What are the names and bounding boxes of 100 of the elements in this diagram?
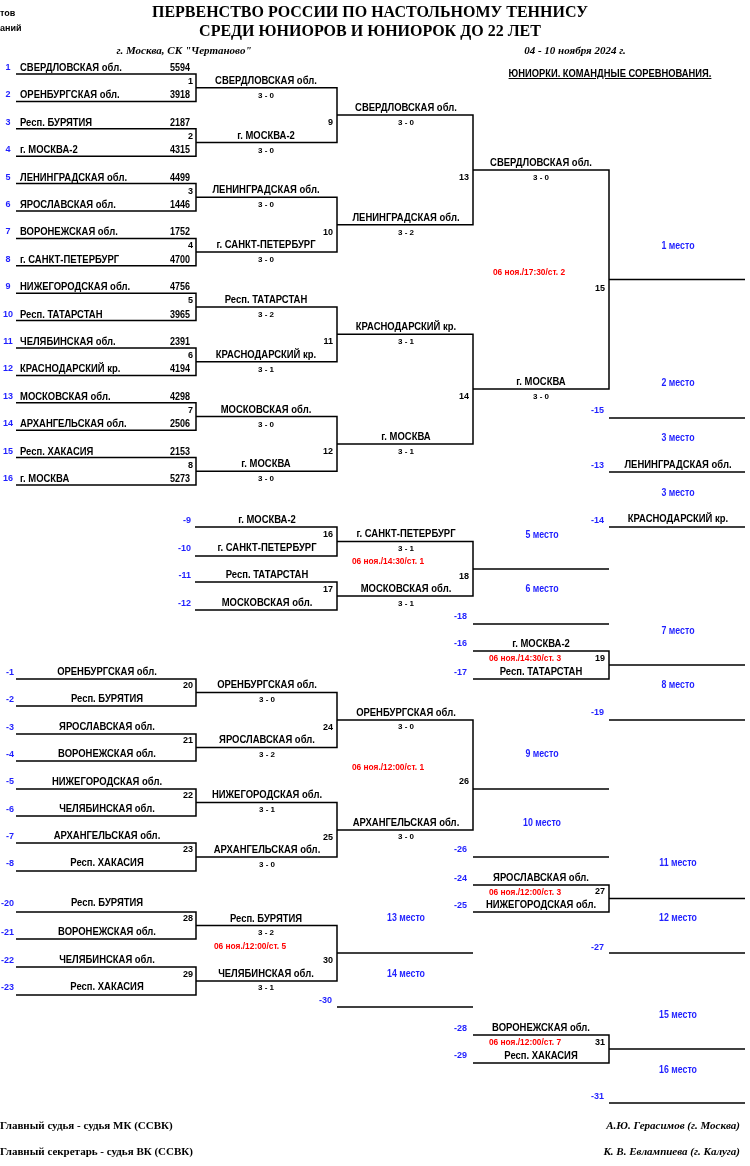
seed-number: 10 xyxy=(3,308,13,319)
team-name: ВОРОНЕЖСКАЯ обл. xyxy=(58,747,156,759)
place-label: 8 место xyxy=(661,678,695,690)
match-score: 3 - 0 xyxy=(259,694,275,704)
team-name: ЛЕНИНГРАДСКАЯ обл. xyxy=(20,170,128,183)
team-name: СВЕРДЛОВСКАЯ обл. xyxy=(215,73,317,86)
team-name: ОРЕНБУРГСКАЯ обл. xyxy=(57,665,157,677)
team-name: г. МОСКВА xyxy=(516,375,566,388)
team-name: СВЕРДЛОВСКАЯ обл. xyxy=(490,155,592,168)
match-number: 11 xyxy=(323,336,333,347)
team-name: КРАСНОДАРСКИЙ кр. xyxy=(627,512,729,524)
team-name: МОСКОВСКАЯ обл. xyxy=(20,389,111,402)
match-score: 3 - 1 xyxy=(398,598,414,608)
seed-number: -11 xyxy=(178,570,191,580)
rating-value: 1446 xyxy=(170,198,190,210)
place-label: 7 место xyxy=(661,624,695,636)
match-score: 3 - 1 xyxy=(258,982,274,992)
team-name: ОРЕНБУРГСКАЯ обл. xyxy=(356,706,456,718)
seed-number: 13 xyxy=(3,390,13,401)
match-number: 7 xyxy=(188,404,193,415)
match-score: 3 - 0 xyxy=(258,90,274,100)
team-name: ЛЕНИНГРАДСКАЯ обл. xyxy=(212,183,320,196)
team-name: ЧЕЛЯБИНСКАЯ обл. xyxy=(59,953,155,965)
team-name: ВОРОНЕЖСКАЯ обл. xyxy=(58,925,156,937)
match-number: 6 xyxy=(188,350,193,360)
match-number: 9 xyxy=(328,117,333,127)
match-score: 3 - 2 xyxy=(398,227,414,237)
place-label: 14 место xyxy=(387,967,425,979)
match-number: 15 xyxy=(595,283,605,293)
match-number: 21 xyxy=(183,735,193,745)
seed-number: -16 xyxy=(454,638,467,648)
team-name: ЧЕЛЯБИНСКАЯ обл. xyxy=(59,802,155,814)
team-name: НИЖЕГОРОДСКАЯ обл. xyxy=(211,788,323,800)
seed-number: 5 xyxy=(5,171,11,182)
team-name: ЯРОСЛАВСКАЯ обл. xyxy=(20,198,116,210)
match-schedule: 06 ноя./12:00/ст. 7 xyxy=(488,1036,562,1048)
match-score: 3 - 2 xyxy=(258,927,274,937)
seed-number: -27 xyxy=(591,942,604,952)
match-number: 5 xyxy=(188,295,193,306)
match-score: 3 - 0 xyxy=(533,172,549,182)
team-name: Респ. ХАКАСИЯ xyxy=(20,444,94,457)
seed-number: 2 xyxy=(5,89,11,100)
match-number: 19 xyxy=(595,653,605,663)
rating-value: 3918 xyxy=(170,88,190,100)
team-name: НИЖЕГОРОДСКАЯ обл. xyxy=(51,775,163,787)
team-name: ОРЕНБУРГСКАЯ обл. xyxy=(20,88,120,101)
rating-value: 3965 xyxy=(170,308,190,320)
team-name: Респ. ХАКАСИЯ xyxy=(504,1049,578,1061)
match-schedule: 06 ноя./14:30/ст. 1 xyxy=(351,555,425,567)
seed-number: -28 xyxy=(454,1023,467,1033)
match-schedule: 06 ноя./12:00/ст. 1 xyxy=(351,761,425,773)
team-name: ЯРОСЛАВСКАЯ обл. xyxy=(219,733,315,745)
match-number: 24 xyxy=(323,722,333,732)
match-number: 2 xyxy=(188,130,193,141)
match-number: 28 xyxy=(183,913,193,923)
match-number: 8 xyxy=(188,459,193,470)
official-role: Главный судья - судья МК (ССВК) xyxy=(0,1119,173,1131)
team-name: СВЕРДЛОВСКАЯ обл. xyxy=(20,61,122,73)
team-name: АРХАНГЕЛЬСКАЯ обл. xyxy=(213,843,321,855)
match-score: 3 - 0 xyxy=(258,254,274,264)
seed-number: 7 xyxy=(5,226,11,237)
place-label: 16 место xyxy=(659,1063,697,1075)
place-label: 13 место xyxy=(387,911,425,923)
team-name: КРАСНОДАРСКИЙ кр. xyxy=(215,347,317,360)
match-number: 16 xyxy=(323,529,333,539)
team-name: г. МОСКВА-2 xyxy=(238,513,296,525)
match-score: 3 - 2 xyxy=(259,749,275,759)
team-name: Респ. ТАТАРСТАН xyxy=(224,292,308,305)
match-score: 3 - 0 xyxy=(258,419,274,428)
match-number: 14 xyxy=(459,391,469,402)
seed-number: -30 xyxy=(319,995,332,1005)
seed-number: -19 xyxy=(591,707,604,717)
seed-number: 12 xyxy=(3,363,13,374)
match-number: 17 xyxy=(323,584,333,594)
match-score: 3 - 1 xyxy=(398,336,414,346)
rating-value: 2187 xyxy=(170,116,190,128)
match-score: 3 - 0 xyxy=(533,391,549,401)
team-name: АРХАНГЕЛЬСКАЯ обл. xyxy=(53,829,161,841)
team-name: Респ. БУРЯТИЯ xyxy=(20,115,93,128)
seed-number: 1 xyxy=(5,62,11,72)
team-name: г. МОСКВА-2 xyxy=(20,143,78,156)
seed-number: -6 xyxy=(6,804,14,814)
match-number: 10 xyxy=(323,226,333,237)
text-fragment: аний xyxy=(0,23,22,33)
team-name: Респ. БУРЯТИЯ xyxy=(70,896,144,908)
match-number: 31 xyxy=(595,1037,605,1047)
team-name: г. МОСКВА xyxy=(241,457,291,470)
seed-number: -14 xyxy=(591,515,604,525)
place-label: 5 место xyxy=(525,528,559,540)
team-name: г. МОСКВА xyxy=(20,472,70,484)
team-name: ОРЕНБУРГСКАЯ обл. xyxy=(217,678,317,690)
team-name: КРАСНОДАРСКИЙ кр. xyxy=(20,362,121,375)
match-schedule: 06 ноя./12:00/ст. 3 xyxy=(488,886,562,898)
team-name: г. МОСКВА xyxy=(381,429,431,442)
match-score: 3 - 0 xyxy=(398,831,414,841)
rating-value: 5273 xyxy=(170,472,190,484)
place-label: 15 место xyxy=(659,1008,697,1020)
seed-number: 16 xyxy=(3,473,13,483)
official-role: Главный секретарь - судья ВК (ССВК) xyxy=(0,1145,193,1157)
seed-number: -10 xyxy=(178,543,191,553)
